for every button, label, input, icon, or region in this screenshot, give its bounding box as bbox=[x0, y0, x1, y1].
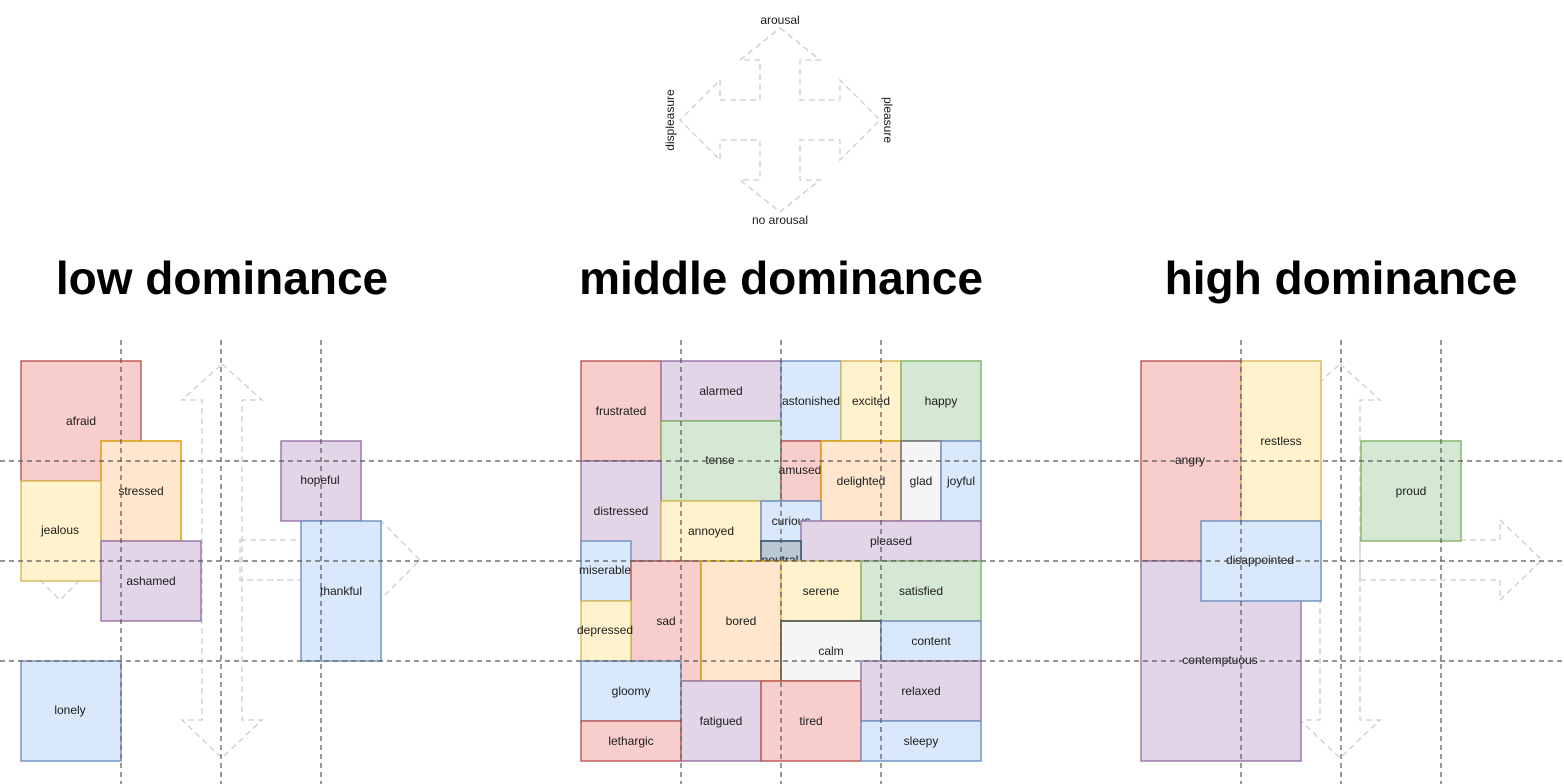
emotion-label: astonished bbox=[782, 394, 840, 408]
emotion-box-rect bbox=[780, 560, 862, 622]
emotion-box-rect bbox=[300, 520, 382, 662]
emotion-box-frustrated: frustrated bbox=[580, 360, 662, 462]
emotion-label: bored bbox=[726, 614, 757, 628]
compass-label-top: arousal bbox=[760, 13, 799, 27]
emotion-box-annoyed: annoyed bbox=[660, 500, 762, 562]
emotion-box-stressed: stressed bbox=[100, 440, 182, 542]
emotion-box-happy: happy bbox=[900, 360, 982, 442]
emotion-label: thankful bbox=[320, 584, 362, 598]
emotion-box-lethargic: lethargic bbox=[580, 720, 682, 762]
dashed-guide-lines bbox=[0, 340, 1564, 784]
emotion-box-rect bbox=[820, 440, 902, 522]
emotion-box-rect bbox=[1360, 440, 1462, 542]
emotion-box-rect bbox=[20, 660, 122, 762]
emotion-box-satisfied: satisfied bbox=[860, 560, 982, 622]
emotion-box-rect bbox=[680, 680, 762, 762]
emotion-box-lonely: lonely bbox=[20, 660, 122, 762]
compass-cross-arrow-icon bbox=[679, 27, 881, 213]
compass-label-bottom: no arousal bbox=[752, 213, 808, 227]
compass-label-left: displeasure bbox=[663, 89, 677, 151]
emotion-box-miserable: miserable bbox=[579, 540, 632, 602]
emotion-label: delighted bbox=[837, 474, 886, 488]
emotion-label: calm bbox=[818, 644, 843, 658]
panel-title-middle: middle dominance bbox=[579, 252, 983, 304]
emotion-label: disappointed bbox=[1226, 553, 1294, 567]
emotion-label: annoyed bbox=[688, 524, 734, 538]
emotion-box-rect bbox=[100, 540, 202, 622]
emotion-box-bored: bored bbox=[700, 560, 782, 682]
emotion-label: afraid bbox=[66, 414, 96, 428]
emotion-label: serene bbox=[803, 584, 840, 598]
emotion-label: ashamed bbox=[126, 574, 175, 588]
emotion-label: proud bbox=[1396, 484, 1427, 498]
panel-title-high: high dominance bbox=[1165, 252, 1518, 304]
emotion-box-relaxed: relaxed bbox=[860, 660, 982, 722]
emotion-label: joyful bbox=[946, 474, 975, 488]
emotion-label: glad bbox=[910, 474, 933, 488]
emotion-box-alarmed: alarmed bbox=[660, 360, 782, 422]
emotion-label: angry bbox=[1175, 453, 1205, 467]
compass-rose: arousal no arousal displeasure pleasure bbox=[663, 13, 895, 227]
emotion-box-serene: serene bbox=[780, 560, 862, 622]
emotion-label: satisfied bbox=[899, 584, 943, 598]
emotion-label: relaxed bbox=[901, 684, 940, 698]
emotion-label: restless bbox=[1260, 434, 1301, 448]
emotion-box-pleased: pleased bbox=[800, 520, 982, 562]
emotion-label: sleepy bbox=[904, 734, 939, 748]
emotion-label: sad bbox=[656, 614, 675, 628]
emotion-box-rect bbox=[800, 520, 982, 562]
emotion-box-hopeful: hopeful bbox=[280, 440, 362, 522]
emotion-box-ashamed: ashamed bbox=[100, 540, 202, 622]
emotion-box-rect bbox=[900, 360, 982, 442]
emotion-label: lonely bbox=[54, 703, 85, 717]
emotion-label: depressed bbox=[577, 623, 633, 637]
emotion-box-glad: glad bbox=[900, 440, 942, 522]
emotion-box-jealous: jealous bbox=[20, 480, 102, 582]
emotion-box-amused: amused bbox=[779, 440, 822, 502]
emotion-box-gloomy: gloomy bbox=[580, 660, 682, 722]
emotion-label: hopeful bbox=[300, 473, 339, 487]
emotion-box-depressed: depressed bbox=[577, 600, 633, 662]
emotion-label: jealous bbox=[40, 523, 79, 537]
emotion-box-rect bbox=[580, 720, 682, 762]
emotion-box-tired: tired bbox=[760, 680, 862, 762]
emotion-label: lethargic bbox=[608, 734, 653, 748]
emotion-label: miserable bbox=[579, 563, 631, 577]
emotion-box-astonished: astonished bbox=[780, 360, 842, 442]
compass-label-right: pleasure bbox=[881, 97, 895, 143]
emotion-label: tense bbox=[705, 453, 735, 467]
emotion-box-content: content bbox=[880, 620, 982, 662]
panel-title-low: low dominance bbox=[56, 252, 388, 304]
emotion-box-proud: proud bbox=[1360, 440, 1462, 542]
emotion-box-sleepy: sleepy bbox=[860, 720, 982, 762]
emotion-label: fatigued bbox=[700, 714, 743, 728]
high-horizontal-arrow-icon bbox=[1359, 518, 1543, 602]
emotion-label: gloomy bbox=[612, 684, 651, 698]
emotion-box-fatigued: fatigued bbox=[680, 680, 762, 762]
emotion-box-excited: excited bbox=[840, 360, 902, 442]
emotion-label: excited bbox=[852, 394, 890, 408]
emotion-label: distressed bbox=[594, 504, 649, 518]
emotion-label: contemptuous bbox=[1182, 653, 1257, 667]
emotion-box-joyful: joyful bbox=[940, 440, 982, 522]
emotion-label: amused bbox=[779, 463, 822, 477]
emotion-box-rect bbox=[20, 480, 102, 582]
emotion-label: stressed bbox=[118, 484, 163, 498]
emotion-box-restless: restless bbox=[1240, 360, 1322, 522]
emotion-label: tired bbox=[799, 714, 822, 728]
emotion-label: pleased bbox=[870, 534, 912, 548]
emotion-label: frustrated bbox=[596, 404, 647, 418]
emotion-label: content bbox=[911, 634, 951, 648]
low-left-down-arrow-icon bbox=[39, 579, 81, 601]
emotion-box-rect bbox=[840, 360, 902, 442]
emotion-box-thankful: thankful bbox=[300, 520, 382, 662]
emotion-label: happy bbox=[925, 394, 958, 408]
low-vertical-arrow-icon bbox=[180, 363, 264, 759]
emotion-label: alarmed bbox=[699, 384, 742, 398]
emotion-box-delighted: delighted bbox=[820, 440, 902, 522]
